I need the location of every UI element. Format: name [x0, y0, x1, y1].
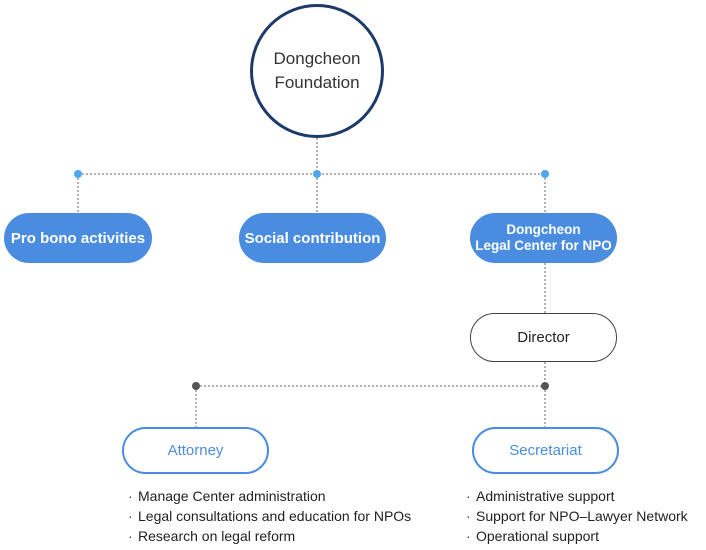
junction-dot	[74, 170, 82, 178]
duty-item: Legal consultations and education for NP…	[128, 506, 411, 526]
social-contribution-node: Social contribution	[239, 213, 386, 263]
junction-dot	[541, 382, 549, 390]
duty-item: Manage Center administration	[128, 486, 411, 506]
director-label: Director	[517, 329, 570, 346]
junction-dot	[192, 382, 200, 390]
legal-center-line1: Dongcheon	[506, 222, 581, 237]
legal-center-line2: Legal Center for NPO	[475, 238, 612, 253]
pro-bono-node: Pro bono activities	[4, 213, 152, 263]
secretariat-duties: Administrative support Support for NPO–L…	[466, 486, 688, 546]
attorney-node: Attorney	[122, 427, 269, 474]
junction-dot	[541, 170, 549, 178]
director-node: Director	[470, 313, 617, 362]
attorney-duties: Manage Center administration Legal consu…	[128, 486, 411, 546]
legal-center-node: Dongcheon Legal Center for NPO	[470, 213, 617, 263]
secretariat-node: Secretariat	[472, 427, 619, 474]
foundation-node: Dongcheon Foundation	[250, 4, 384, 138]
foundation-line2: Foundation	[274, 73, 360, 92]
duty-item: Operational support	[466, 526, 688, 546]
foundation-line1: Dongcheon	[273, 49, 361, 68]
social-contribution-label: Social contribution	[244, 229, 381, 247]
attorney-label: Attorney	[167, 442, 224, 459]
duty-item: Research on legal reform	[128, 526, 411, 546]
pro-bono-label: Pro bono activities	[10, 229, 146, 247]
junction-dot	[313, 170, 321, 178]
duty-item: Administrative support	[466, 486, 688, 506]
secretariat-label: Secretariat	[509, 442, 582, 459]
duty-item: Support for NPO–Lawyer Network	[466, 506, 688, 526]
